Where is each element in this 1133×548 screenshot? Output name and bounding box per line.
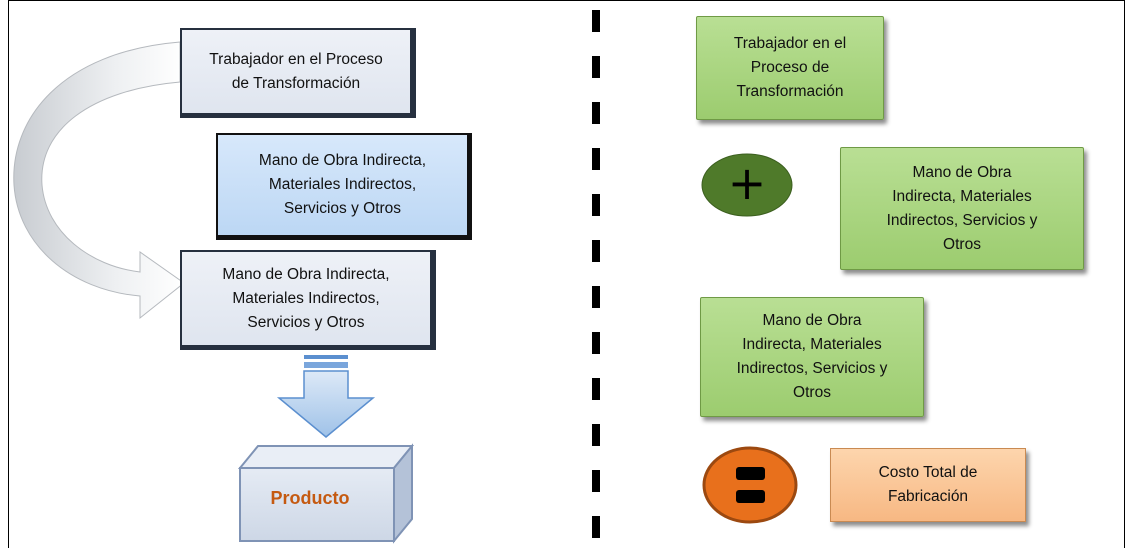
indirect-costs-box-blue: Mano de Obra Indirecta, Materiales Indir… xyxy=(216,133,472,240)
plus-symbol: + xyxy=(727,156,767,210)
indirect-costs-right-1-text: Mano de Obra Indirecta, Materiales Indir… xyxy=(886,163,1038,253)
indirect-costs-box-grey: Mano de Obra Indirecta, Materiales Indir… xyxy=(180,250,436,350)
down-arrow-icon xyxy=(276,355,376,438)
dashed-divider xyxy=(592,10,600,548)
product-cube-icon xyxy=(237,443,415,544)
indirect-costs-box-right-2: Mano de Obra Indirecta, Materiales Indir… xyxy=(700,297,924,417)
indirect-costs-grey-text: Mano de Obra Indirecta, Materiales Indir… xyxy=(222,265,390,331)
worker-box-left-text: Trabajador en el Proceso de Transformaci… xyxy=(209,50,383,92)
total-cost-text: Costo Total de Fabricación xyxy=(878,464,978,505)
indirect-costs-box-right-1: Mano de Obra Indirecta, Materiales Indir… xyxy=(840,147,1084,270)
product-label: Producto xyxy=(270,488,350,508)
curved-arrow-icon xyxy=(13,41,185,320)
indirect-costs-right-2-text: Mano de Obra Indirecta, Materiales Indir… xyxy=(736,312,888,401)
equals-circle-icon xyxy=(702,446,798,524)
total-cost-box: Costo Total de Fabricación xyxy=(830,448,1026,522)
worker-box-left: Trabajador en el Proceso de Transformaci… xyxy=(180,28,416,118)
indirect-costs-blue-text: Mano de Obra Indirecta, Materiales Indir… xyxy=(258,152,427,217)
worker-box-right-text: Trabajador en el Proceso de Transformaci… xyxy=(733,35,847,100)
plus-circle-icon xyxy=(701,153,793,217)
frame-top-border xyxy=(8,0,1125,1)
diagram-frame xyxy=(8,0,1125,548)
worker-box-right: Trabajador en el Proceso de Transformaci… xyxy=(696,16,884,120)
